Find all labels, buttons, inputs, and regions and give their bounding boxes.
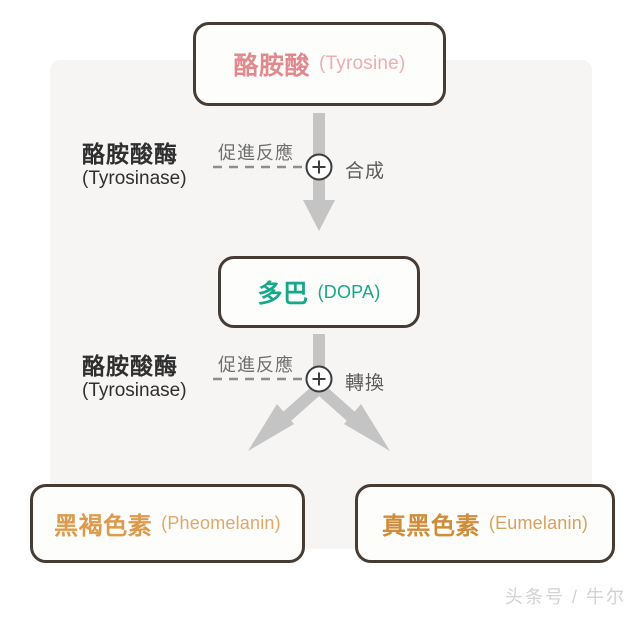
enzyme-label-1: 酪胺酸酶 (Tyrosinase)	[82, 141, 187, 189]
effect-label-conversion: 轉換	[345, 373, 386, 394]
node-dopa-en-label: (DOPA)	[317, 281, 381, 302]
node-dopa-cn-label: 多巴	[257, 280, 309, 308]
node-pheomelanin-en-label: (Pheomelanin)	[161, 513, 281, 533]
promote-reaction-label-2: 促進反應	[218, 355, 294, 375]
enzyme-label-2: 酪胺酸酶 (Tyrosinase)	[82, 353, 187, 401]
enzyme-label-1-cn: 酪胺酸酶	[82, 141, 178, 167]
node-pheomelanin-cn-label: 黑褐色素	[54, 513, 153, 540]
node-eumelanin: 真黑色素 (Eumelanin)	[355, 484, 615, 563]
node-eumelanin-en-label: (Eumelanin)	[488, 513, 589, 533]
plus-circle-1	[305, 153, 333, 181]
node-tyrosine: 酪胺酸 (Tyrosine)	[193, 22, 446, 106]
arrow-dopa-split	[248, 334, 390, 451]
enzyme-label-1-en: (Tyrosinase)	[82, 167, 187, 189]
enzyme-label-2-en: (Tyrosinase)	[82, 379, 187, 401]
node-tyrosine-en-label: (Tyrosine)	[319, 53, 406, 74]
plus-circle-2	[305, 365, 333, 393]
promote-reaction-label-1: 促進反應	[218, 143, 294, 163]
watermark: 头条号 / 牛尔	[504, 587, 626, 607]
node-dopa: 多巴 (DOPA)	[218, 256, 420, 328]
node-pheomelanin: 黑褐色素 (Pheomelanin)	[30, 484, 305, 563]
node-eumelanin-cn-label: 真黑色素	[381, 513, 480, 540]
enzyme-label-2-cn: 酪胺酸酶	[82, 353, 178, 379]
node-tyrosine-cn-label: 酪胺酸	[233, 52, 311, 80]
effect-label-synthesis: 合成	[345, 161, 386, 182]
